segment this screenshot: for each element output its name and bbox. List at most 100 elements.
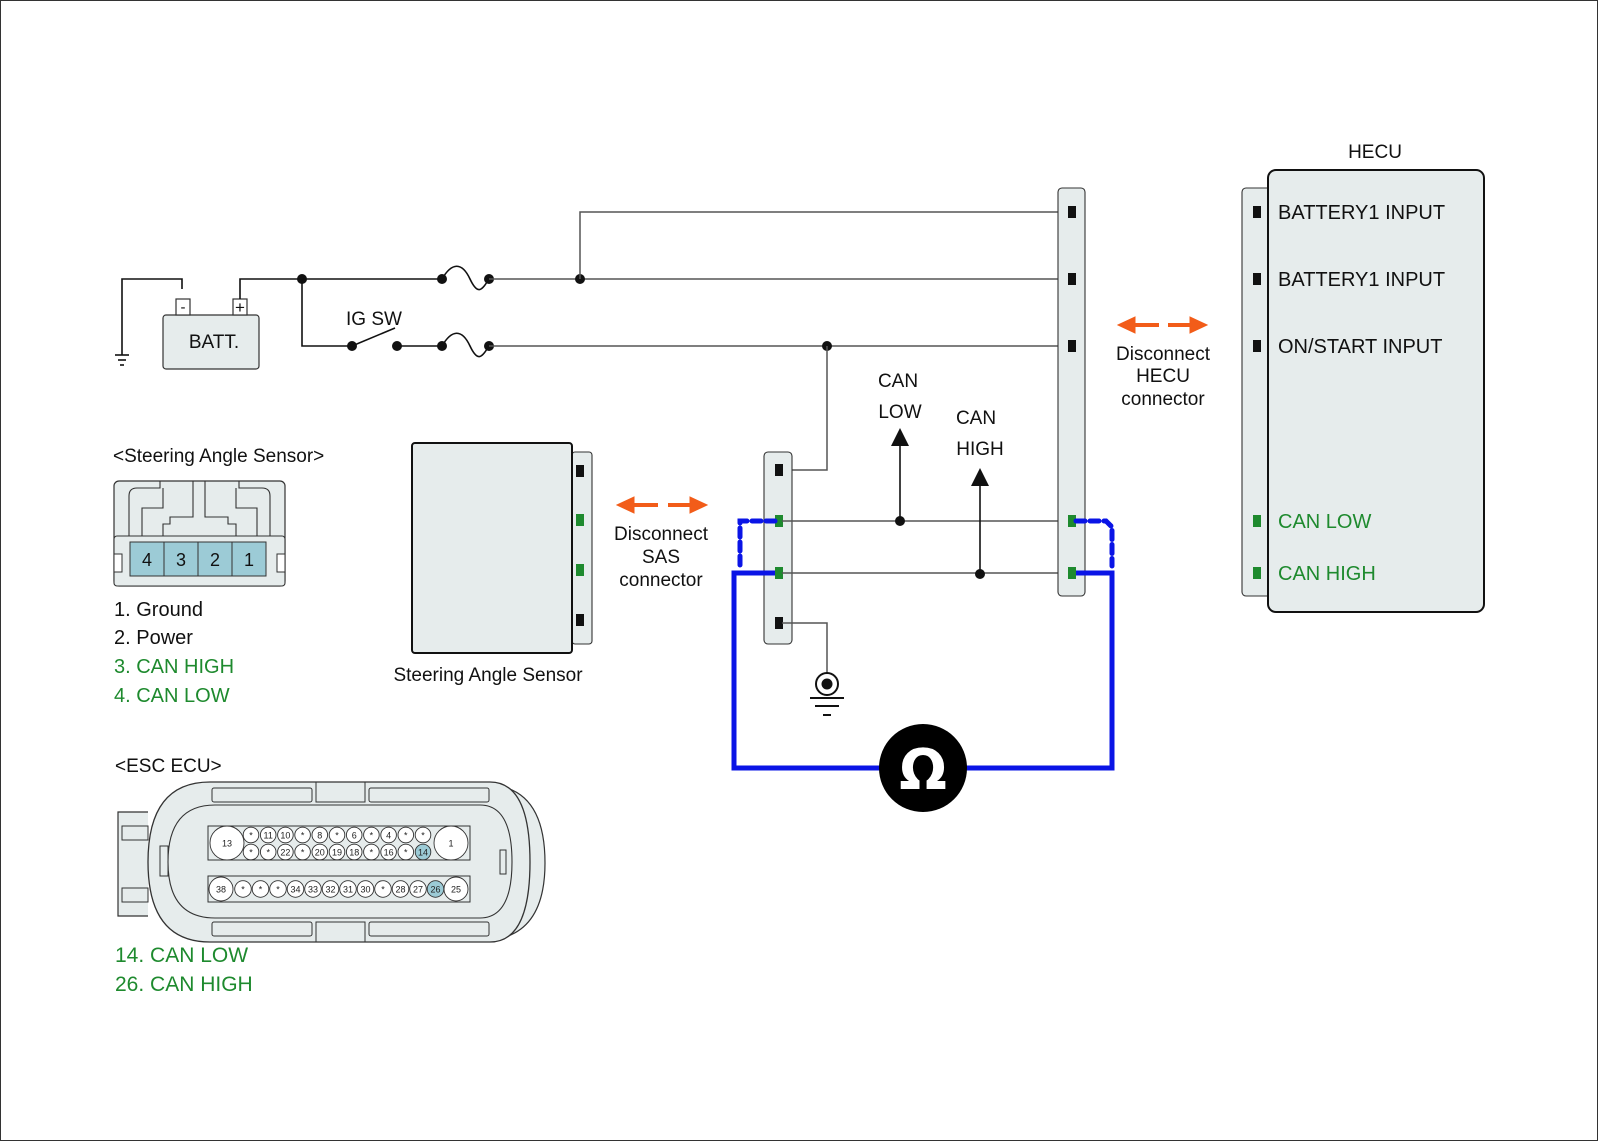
battery-negative-terminal	[175, 298, 191, 316]
chassis-ground-icon	[810, 672, 844, 716]
esc-pin-number: *	[301, 848, 305, 858]
esc-pin	[328, 843, 346, 861]
esc-pin	[242, 843, 260, 861]
esc-pin	[328, 826, 346, 844]
hecu-pin-label: ON/START INPUT	[1278, 336, 1442, 358]
esc-pin	[409, 880, 427, 898]
sas-disconnect-label: SAS	[642, 547, 680, 568]
esc-pin-number: 34	[290, 885, 300, 895]
esc-pin-number: *	[335, 831, 339, 841]
esc-pin	[414, 843, 432, 861]
sas-legend: 1. Ground 2. Power 3. CAN HIGH 4. CAN LO…	[114, 599, 234, 707]
esc-pin-number: *	[404, 848, 408, 858]
esc-pin-number: *	[249, 848, 253, 858]
esc-pin-number: 14	[418, 848, 428, 858]
sas-harness-connector	[763, 451, 793, 645]
esc-pin	[397, 843, 415, 861]
esc-pin-number: *	[301, 831, 305, 841]
esc-pin-number: 6	[352, 831, 357, 841]
can-low-label: CAN	[878, 371, 918, 392]
esc-pin	[363, 826, 380, 844]
sas-ground-wire	[782, 622, 828, 675]
battery-ground-wire	[115, 278, 183, 366]
esc-pin-number: 27	[413, 885, 423, 895]
sas-legend-item: 1. Ground	[114, 599, 203, 621]
hecu-pin-label: BATTERY1 INPUT	[1278, 202, 1445, 224]
esc-pin	[277, 843, 294, 861]
esc-pin-number: 33	[308, 885, 318, 895]
esc-pin-number: 20	[315, 848, 325, 858]
esc-pin-number: 31	[343, 885, 353, 895]
esc-pin	[391, 880, 410, 898]
esc-pin	[208, 876, 234, 902]
sas-pin-number: 4	[142, 550, 152, 570]
esc-pin	[433, 825, 469, 861]
esc-pin	[356, 880, 375, 898]
ig-switch-icon	[351, 327, 396, 347]
sas-legend-item: 2. Power	[114, 627, 193, 649]
battery: - + BATT.	[162, 298, 260, 370]
esc-pin-number: *	[404, 831, 408, 841]
esc-pin-number: *	[421, 831, 425, 841]
esc-pin-number: *	[381, 885, 385, 895]
hecu-harness-connector	[1057, 187, 1086, 597]
hecu-pin-label: BATTERY1 INPUT	[1278, 269, 1445, 291]
hecu-disconnect-label: connector	[1121, 389, 1205, 410]
esc-pin	[345, 826, 363, 844]
esc-pin-number: *	[259, 885, 263, 895]
sas-disconnect-label: connector	[619, 570, 703, 591]
esc-pin-number: 19	[332, 848, 342, 858]
esc-pin	[234, 880, 252, 898]
hecu-module: HECU BATTERY1 INPUT BATTERY1 INPUT ON/ST…	[1241, 142, 1485, 613]
esc-pin-number: 13	[222, 839, 232, 849]
up-arrow-icon	[891, 428, 909, 446]
sas-pin-number: 2	[210, 550, 220, 570]
esc-connector-view-title: <ESC ECU>	[115, 756, 222, 777]
esc-pin	[339, 880, 357, 898]
esc-pin-number: 32	[325, 885, 335, 895]
esc-pin	[209, 825, 245, 861]
esc-pin-number: 16	[384, 848, 394, 858]
sas-module: Steering Angle Sensor	[393, 442, 593, 686]
esc-pin-number: 26	[430, 885, 440, 895]
sas-pin	[163, 541, 199, 577]
esc-pin-number: 10	[280, 831, 290, 841]
battery-positive-wire	[239, 278, 302, 299]
esc-pin	[259, 826, 277, 844]
sas-pin-number: 1	[244, 550, 254, 570]
esc-pin-number: 22	[280, 848, 290, 858]
fuse-icon	[441, 265, 490, 291]
esc-pin	[259, 843, 277, 861]
battery1-input-wire-1	[579, 211, 1068, 279]
esc-pin	[311, 826, 329, 844]
hecu-disconnect-label: Disconnect	[1116, 344, 1211, 365]
esc-pin	[345, 843, 363, 861]
ohm-icon: Ω	[899, 738, 947, 803]
can-low-label: LOW	[878, 402, 921, 423]
esc-pin	[380, 843, 397, 861]
esc-pin-number: 30	[360, 885, 370, 895]
esc-pin-number: 18	[349, 848, 359, 858]
esc-pin-number: *	[276, 885, 280, 895]
ohmmeter: Ω	[879, 724, 967, 812]
esc-pin-number: 11	[264, 831, 273, 841]
esc-pin	[286, 880, 305, 898]
esc-pin-number: *	[249, 831, 253, 841]
sas-pin-number: 3	[176, 550, 186, 570]
battery-positive-label: +	[235, 298, 245, 317]
sas-module-label: Steering Angle Sensor	[393, 665, 583, 686]
esc-legend-item: 14. CAN LOW	[115, 944, 248, 967]
fuse-icon	[441, 332, 490, 358]
can-high-label: CAN	[956, 408, 996, 429]
esc-pin-number: 25	[451, 885, 461, 895]
esc-pin	[277, 826, 294, 844]
esc-pin	[363, 843, 380, 861]
esc-pin-number: 4	[386, 831, 391, 841]
up-arrow-icon	[971, 468, 989, 486]
sas-legend-item: 3. CAN HIGH	[114, 656, 234, 678]
esc-pin	[426, 880, 445, 898]
esc-pin-number: 8	[317, 831, 322, 841]
esc-pin	[304, 880, 322, 898]
